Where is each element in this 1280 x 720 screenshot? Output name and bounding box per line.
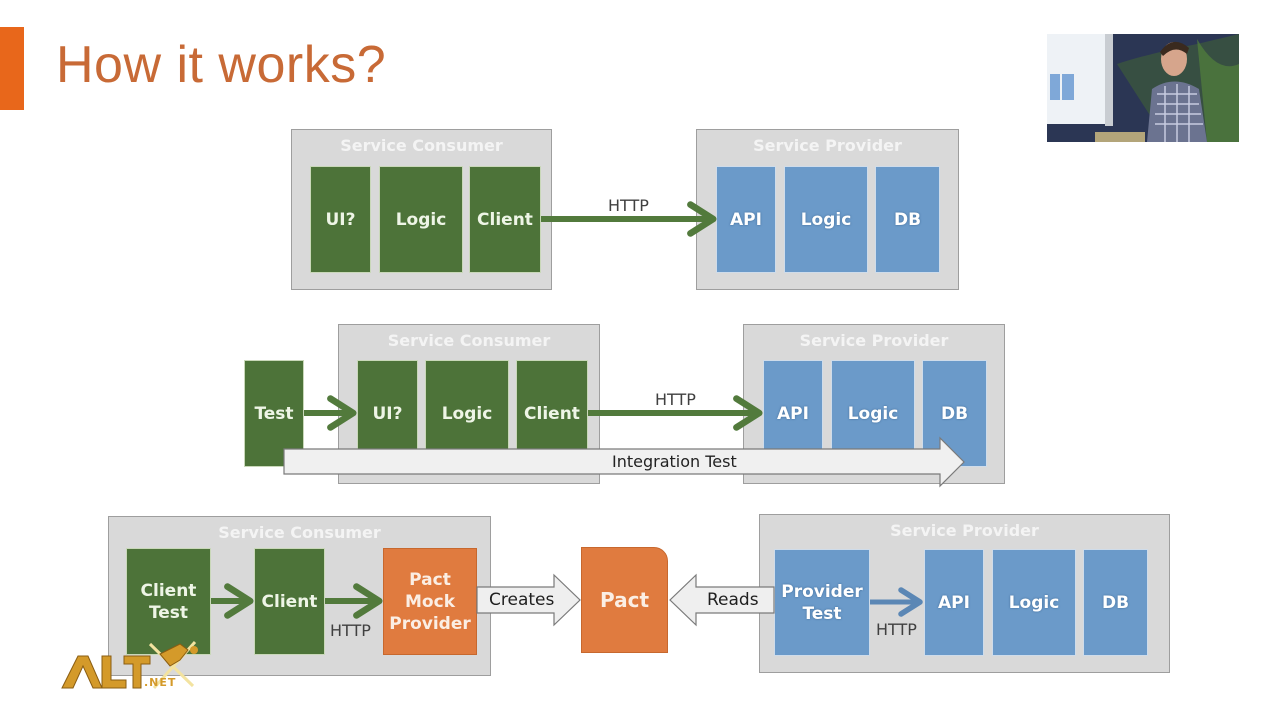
d2-db-block: DB [922, 360, 987, 467]
d3-provider-http-label: HTTP [876, 620, 917, 639]
d2-logic-block-provider: Logic [831, 360, 915, 467]
d2-http-label: HTTP [655, 390, 696, 409]
alt-net-logo-icon [61, 641, 198, 689]
d1-consumer-label: Service Consumer [340, 136, 503, 155]
d1-client-block: Client [469, 166, 541, 273]
slide-title: How it works? [56, 36, 387, 94]
integration-test-label: Integration Test [612, 452, 737, 471]
d3-logic-block: Logic [992, 549, 1076, 656]
d2-api-block: API [763, 360, 823, 467]
presenter-video-inset [1047, 34, 1239, 142]
title-accent-bar [0, 27, 24, 110]
d2-provider-label: Service Provider [799, 331, 949, 350]
d2-client-block: Client [516, 360, 588, 467]
d1-logic-block-provider: Logic [784, 166, 868, 273]
d3-consumer-http-label: HTTP [330, 621, 371, 640]
d3-client-block: Client [254, 548, 325, 655]
d3-api-block: API [924, 549, 984, 656]
d1-api-block: API [716, 166, 776, 273]
d3-consumer-label: Service Consumer [218, 523, 381, 542]
d1-db-block: DB [875, 166, 940, 273]
d3-provider-test-block: Provider Test [774, 549, 870, 656]
alt-net-logo: .NET [58, 636, 208, 696]
reads-label: Reads [707, 590, 759, 610]
d3-provider-label: Service Provider [890, 521, 1039, 540]
d1-http-label: HTTP [608, 196, 649, 215]
d1-ui-block: UI? [310, 166, 371, 273]
presenter-video-icon [1047, 34, 1239, 142]
d2-consumer-label: Service Consumer [387, 331, 551, 350]
pact-document: Pact [581, 547, 668, 653]
d3-client-test-block: Client Test [126, 548, 211, 655]
d3-pact-mock-provider-block: Pact Mock Provider [383, 548, 477, 655]
d2-test-block: Test [244, 360, 304, 467]
d1-logic-block: Logic [379, 166, 463, 273]
creates-label: Creates [489, 590, 555, 610]
d2-logic-block: Logic [425, 360, 509, 467]
alt-net-sub-text: .NET [144, 676, 177, 689]
d2-ui-block: UI? [357, 360, 418, 467]
d1-provider-label: Service Provider [753, 136, 902, 155]
d3-db-block: DB [1083, 549, 1148, 656]
